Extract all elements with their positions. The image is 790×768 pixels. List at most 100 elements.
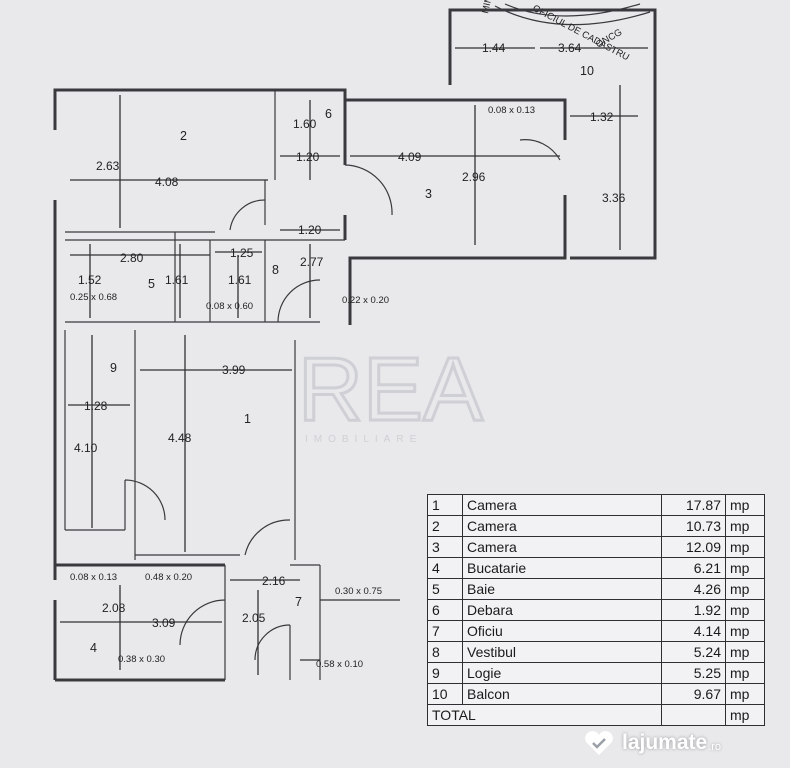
- dim-4-48: 4.48: [168, 431, 192, 445]
- dim-0-08x0-13-top: 0.08 x 0.13: [488, 105, 535, 116]
- room-number-9: 9: [110, 361, 117, 375]
- area-cell-unit: mp: [725, 641, 765, 663]
- dim-3-99: 3.99: [222, 363, 246, 377]
- stamp-text-min: MIN: [480, 0, 494, 15]
- brand-name: lajumate: [622, 731, 708, 754]
- area-cell-area: 1.92: [661, 599, 726, 621]
- dimension-labels: 1.44 3.64 1.32 3.36 0.08 x 0.13 2.63 4.0…: [70, 41, 626, 670]
- area-cell-area: 4.14: [661, 620, 726, 642]
- area-cell-no: 3: [427, 536, 463, 558]
- room-numbers: 2 6 3 10 5 8 9 1 7 4: [90, 64, 594, 655]
- area-cell-area: 10.73: [661, 515, 726, 537]
- dim-1-20-b: 1.20: [298, 223, 322, 237]
- heart-logo-icon: [585, 731, 613, 755]
- area-cell-area: 4.26: [661, 578, 726, 600]
- dim-2-16: 2.16: [262, 574, 286, 588]
- area-cell-no: 10: [427, 683, 463, 705]
- area-cell-no: 2: [427, 515, 463, 537]
- area-cell-no: 9: [427, 662, 463, 684]
- room-number-7: 7: [295, 595, 302, 609]
- dim-0-48x0-20: 0.48 x 0.20: [145, 572, 192, 583]
- watermark-tagline: IMOBILIARE: [305, 434, 422, 445]
- area-cell-name: Debara: [462, 599, 662, 621]
- dim-3-09: 3.09: [152, 616, 176, 630]
- dim-0-22x0-20: 0.22 x 0.20: [342, 295, 389, 306]
- area-cell-no: 1: [427, 494, 463, 516]
- dim-0-25x0-68: 0.25 x 0.68: [70, 292, 117, 303]
- dim-0-58x0-10: 0.58 x 0.10: [316, 659, 363, 670]
- room-number-3: 3: [425, 187, 432, 201]
- area-cell-name: Camera: [462, 515, 662, 537]
- area-cell-unit: mp: [725, 662, 765, 684]
- dim-1-32: 1.32: [590, 110, 614, 124]
- walls: [53, 8, 657, 682]
- dim-0-08x0-13-bot: 0.08 x 0.13: [70, 572, 117, 583]
- room-number-4: 4: [90, 641, 97, 655]
- area-cell-name: Bucatarie: [462, 557, 662, 579]
- dim-3-64: 3.64: [558, 41, 582, 55]
- dimension-lines: [60, 47, 648, 675]
- area-cell-unit: mp: [725, 515, 765, 537]
- area-cell-name: Baie: [462, 578, 662, 600]
- room-number-6: 6: [325, 107, 332, 121]
- area-cell-name: Logie: [462, 662, 662, 684]
- dim-4-09: 4.09: [398, 150, 422, 164]
- dim-1-28: 1.28: [84, 399, 108, 413]
- room-number-5: 5: [148, 277, 155, 291]
- total-label: TOTAL: [427, 704, 662, 726]
- area-cell-name: Oficiu: [462, 620, 662, 642]
- brand-tld: .ro: [708, 741, 722, 753]
- dim-2-63: 2.63: [96, 159, 120, 173]
- area-cell-no: 7: [427, 620, 463, 642]
- area-cell-area: 5.24: [661, 641, 726, 663]
- area-cell-unit: mp: [725, 620, 765, 642]
- area-cell-no: 6: [427, 599, 463, 621]
- total-unit: mp: [725, 704, 765, 726]
- area-cell-area: 17.87: [661, 494, 726, 516]
- area-cell-unit: mp: [725, 557, 765, 579]
- area-cell-area: 9.67: [661, 683, 726, 705]
- watermark: REA IMOBILIARE: [297, 339, 485, 446]
- dim-1-20-a: 1.20: [296, 150, 320, 164]
- dim-4-10: 4.10: [74, 441, 98, 455]
- dim-0-08x0-60: 0.08 x 0.60: [206, 301, 253, 312]
- dim-1-25: 1.25: [230, 246, 254, 260]
- dim-2-05: 2.05: [242, 611, 266, 625]
- area-cell-name: Camera: [462, 494, 662, 516]
- area-cell-name: Camera: [462, 536, 662, 558]
- dim-2-96: 2.96: [462, 170, 486, 184]
- area-table-total-row: TOTAL mp: [427, 704, 765, 726]
- lajumate-brand[interactable]: lajumate .ro: [582, 726, 787, 760]
- dim-2-77: 2.77: [300, 255, 324, 269]
- watermark-logo: REA: [298, 340, 483, 440]
- area-cell-area: 5.25: [661, 662, 726, 684]
- dim-2-80: 2.80: [120, 251, 144, 265]
- dim-1-61-a: 1.61: [165, 273, 189, 287]
- area-cell-unit: mp: [725, 494, 765, 516]
- area-cell-unit: mp: [725, 599, 765, 621]
- dim-3-36: 3.36: [602, 191, 626, 205]
- area-cell-unit: mp: [725, 578, 765, 600]
- total-value: [661, 704, 726, 726]
- dim-1-61-b: 1.61: [228, 273, 252, 287]
- area-cell-no: 5: [427, 578, 463, 600]
- room-number-10: 10: [580, 64, 594, 78]
- area-cell-area: 12.09: [661, 536, 726, 558]
- door-swings: [124, 139, 561, 661]
- area-cell-name: Balcon: [462, 683, 662, 705]
- room-number-1: 1: [244, 412, 251, 426]
- dim-1-60: 1.60: [293, 117, 317, 131]
- dim-0-30x0-75: 0.30 x 0.75: [335, 586, 382, 597]
- dim-2-08: 2.08: [102, 601, 126, 615]
